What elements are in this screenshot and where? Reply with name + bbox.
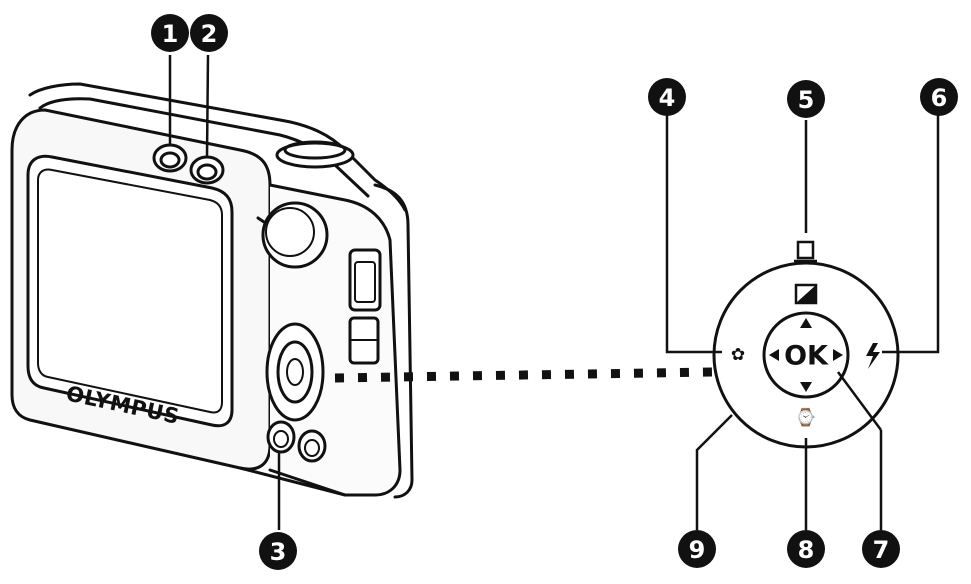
callout-4: 4 — [648, 78, 686, 116]
svg-text:4: 4 — [659, 84, 676, 112]
svg-text:6: 6 — [931, 84, 948, 112]
zoom-wheel-tick — [256, 216, 266, 224]
leader-4 — [665, 115, 722, 354]
arrow-up-icon — [800, 318, 812, 328]
leader-lines — [168, 54, 940, 530]
dotted-connector — [334, 367, 713, 383]
top-mode-dial-cap — [283, 140, 347, 160]
menu-button-inner — [273, 430, 289, 448]
arrow-right-icon — [833, 349, 843, 361]
svg-text:5: 5 — [798, 86, 815, 114]
camera-illustration — [10, 82, 414, 499]
self-timer-icon: ⌚ — [795, 407, 816, 428]
menu-button — [266, 420, 296, 454]
callout-7: 7 — [862, 530, 900, 568]
ok-button-label: OK — [784, 341, 829, 372]
leader-2 — [205, 54, 210, 158]
camera-bottom-edge — [238, 466, 347, 497]
side-port-top — [348, 248, 382, 312]
zoom-button-2-inner — [196, 163, 218, 181]
callout-5: 5 — [787, 80, 825, 118]
callout-markers: 1 2 3 4 5 6 7 8 — [151, 14, 958, 570]
delete-button-inner — [304, 439, 320, 457]
side-port-top-inner — [354, 261, 376, 303]
svg-text:9: 9 — [689, 536, 706, 564]
lcd-screen-inner — [37, 168, 223, 414]
camera-right-edge — [373, 183, 414, 499]
delete-button — [297, 429, 327, 463]
svg-text:2: 2 — [201, 20, 218, 48]
callout-9: 9 — [678, 530, 716, 568]
arrow-pad-outer — [265, 322, 325, 422]
arrow-left-icon — [769, 349, 779, 361]
callout-8: 8 — [787, 530, 825, 568]
callout-1: 1 — [151, 14, 189, 52]
print-icon — [794, 240, 817, 263]
macro-icon: ✿ — [731, 345, 745, 365]
leader-9 — [695, 414, 733, 530]
callout-2: 2 — [190, 14, 228, 52]
svg-text:8: 8 — [798, 536, 815, 564]
leader-7 — [836, 371, 883, 431]
lcd-screen — [26, 154, 234, 428]
arrow-down-icon — [800, 382, 812, 392]
flash-icon — [866, 343, 880, 369]
leader-6 — [882, 115, 940, 354]
arrow-pad-inner — [276, 340, 314, 404]
svg-text:3: 3 — [270, 538, 287, 566]
arrow-pad-ok — [286, 358, 304, 386]
zoom-wheel — [261, 201, 329, 269]
zoom-wheel-inner — [265, 207, 315, 257]
exposure-comp-icon-fill — [796, 285, 816, 303]
callout-6: 6 — [920, 78, 958, 116]
arrow-pad-ok-ring — [762, 311, 850, 399]
svg-text:1: 1 — [162, 20, 179, 48]
svg-text:7: 7 — [873, 536, 890, 564]
callout-3: 3 — [259, 532, 297, 570]
zoom-button-1-inner — [159, 151, 181, 169]
